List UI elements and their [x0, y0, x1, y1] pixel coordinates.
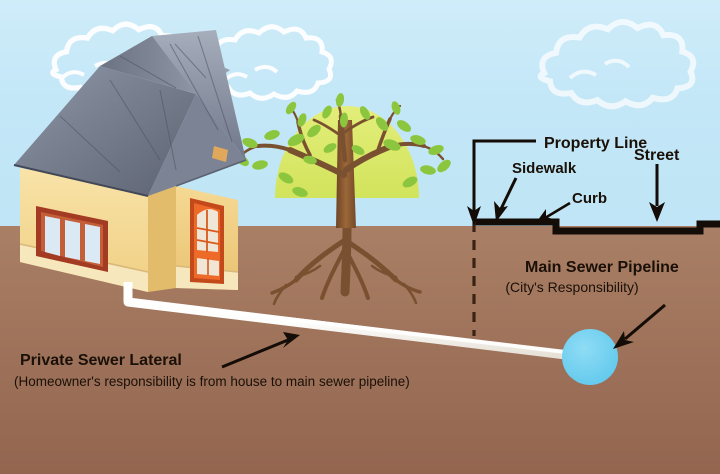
curb-label: Curb	[572, 190, 607, 207]
house-roof-left	[14, 66, 196, 196]
house-wall-right	[148, 186, 176, 292]
main-sewer-pipeline-circle	[562, 329, 618, 385]
tree-leaves	[235, 93, 451, 197]
label-curb-group: Curb	[535, 190, 607, 224]
property-line-leader	[472, 139, 536, 211]
main-sewer-arrowhead	[613, 331, 634, 349]
curb-arrowhead	[535, 209, 553, 224]
house-door	[190, 198, 224, 284]
curb-leader	[544, 201, 571, 220]
house-roof-right-wing	[148, 94, 246, 196]
tree-roots	[270, 223, 422, 306]
cloud-right	[537, 18, 697, 110]
main-sewer-subtitle: (City's Responsibility)	[505, 279, 638, 295]
house-window	[36, 206, 108, 272]
label-main-sewer-group: Main Sewer Pipeline (City's Responsibili…	[505, 259, 679, 349]
label-sidewalk-group: Sidewalk	[494, 160, 577, 222]
label-private-lateral-group: Private Sewer Lateral (Homeowner's respo…	[14, 332, 410, 389]
tree	[235, 93, 451, 306]
house	[13, 30, 247, 292]
sidewalk-leader	[498, 177, 518, 212]
private-lateral-title: Private Sewer Lateral	[20, 352, 182, 369]
street-arrowhead	[649, 202, 665, 222]
property-line-label: Property Line	[544, 135, 647, 152]
private-lateral-leader	[221, 338, 289, 369]
sidewalk-label: Sidewalk	[512, 160, 577, 177]
label-property-line-group: Property Line	[467, 135, 647, 226]
street-label: Street	[634, 147, 680, 164]
main-sewer-leader	[624, 303, 666, 341]
property-line-arrowhead	[467, 206, 481, 226]
ground-profile-line	[474, 218, 720, 235]
sidewalk-arrowhead	[494, 201, 508, 222]
main-sewer-title: Main Sewer Pipeline	[525, 259, 679, 276]
private-lateral-subtitle: (Homeowner's responsibility is from hous…	[14, 374, 410, 389]
label-street-group: Street	[634, 147, 680, 222]
house-eave-detail	[212, 146, 228, 162]
private-lateral-arrowhead	[283, 332, 300, 348]
